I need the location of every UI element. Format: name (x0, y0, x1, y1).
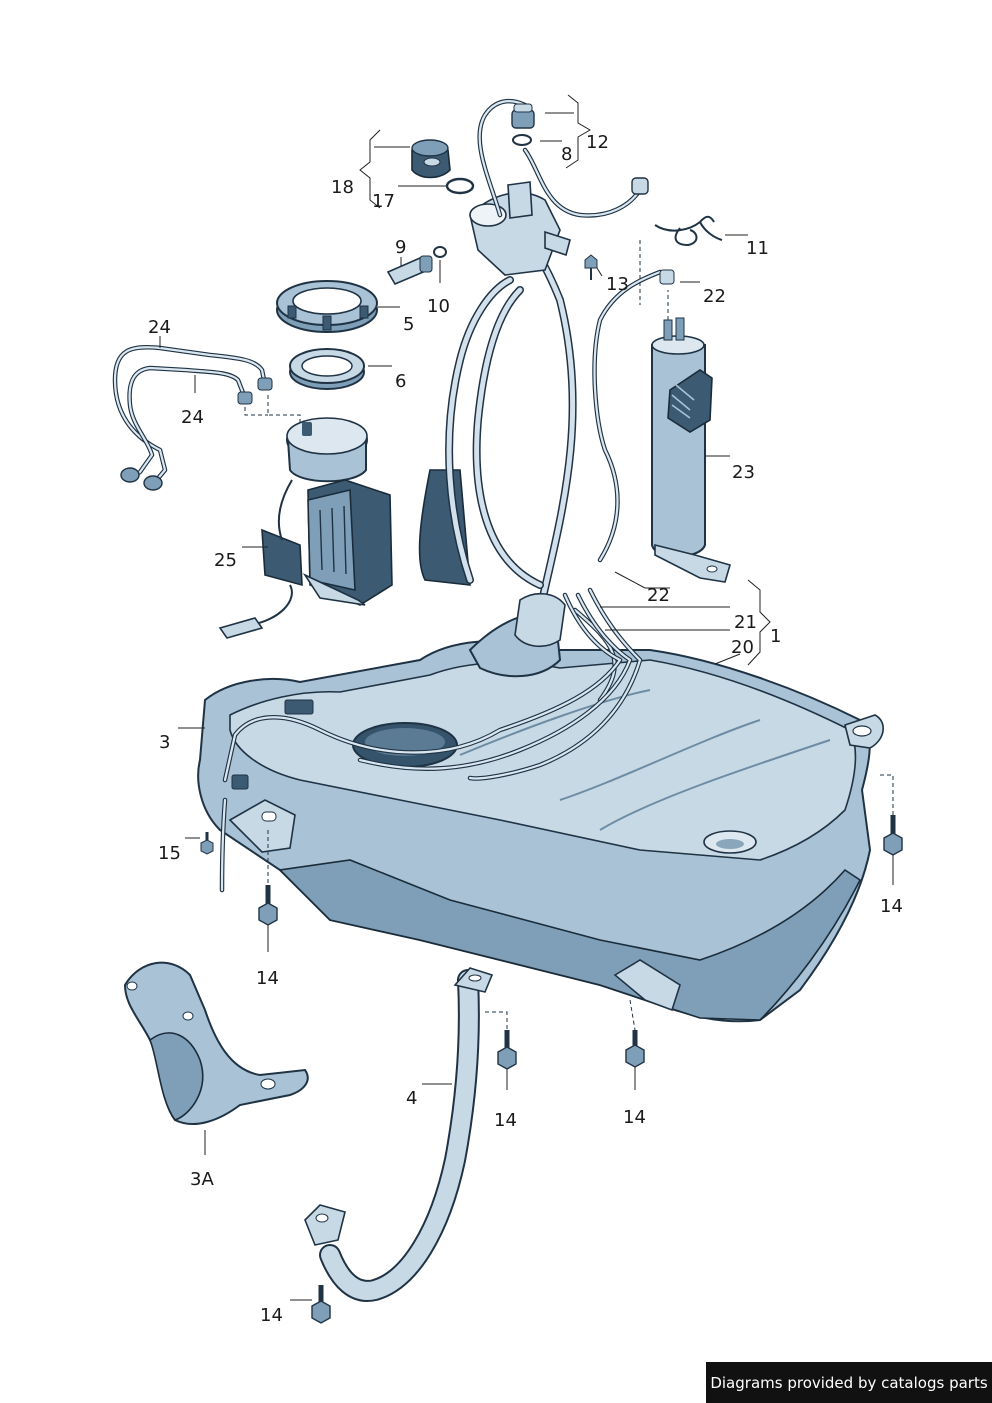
heat-shield (123, 961, 309, 1125)
label-14-left: 14 (256, 968, 279, 989)
label-22-bottom: 22 (647, 585, 670, 606)
label-18: 18 (331, 177, 354, 198)
credit-banner: Diagrams provided by catalogs parts (706, 1362, 992, 1403)
label-14-right: 14 (880, 896, 903, 917)
part-labels: 12 8 18 17 11 9 13 22 10 5 24 6 24 23 25… (148, 132, 903, 1326)
bolt-14e (311, 1285, 331, 1324)
lock-ring (276, 280, 378, 333)
seal-ring (289, 348, 365, 390)
bolt-14d (625, 1030, 645, 1068)
label-9: 9 (395, 237, 406, 258)
leader-lines (159, 94, 894, 1301)
bolt-14c (497, 1030, 517, 1070)
carbon-canister (639, 240, 731, 583)
label-1: 1 (770, 626, 781, 647)
label-14-center-right: 14 (623, 1107, 646, 1128)
label-23: 23 (732, 462, 755, 483)
label-25: 25 (214, 550, 237, 571)
label-21: 21 (734, 612, 757, 633)
label-10: 10 (427, 296, 450, 317)
valve (386, 246, 447, 286)
label-3: 3 (159, 732, 170, 753)
label-17: 17 (372, 191, 395, 212)
filler-cap (411, 139, 475, 195)
tank-strap (304, 967, 494, 1302)
label-24-bottom: 24 (181, 407, 204, 428)
fuel-pump-module (218, 395, 393, 639)
screw-13 (584, 254, 598, 280)
bolt-14b (883, 815, 903, 856)
label-15: 15 (158, 843, 181, 864)
clip (654, 215, 723, 247)
label-6: 6 (395, 371, 406, 392)
screw-15 (200, 832, 214, 855)
label-24-top: 24 (148, 317, 171, 338)
label-14-bottom: 14 (260, 1305, 283, 1326)
fuel-lines (219, 269, 663, 893)
fuel-tank (197, 469, 884, 1023)
bolt-14a (258, 885, 278, 926)
label-22-top: 22 (703, 286, 726, 307)
label-11: 11 (746, 238, 769, 259)
fuel-line-24 (112, 345, 273, 491)
label-20: 20 (731, 637, 754, 658)
label-13: 13 (606, 274, 629, 295)
label-3a: 3A (190, 1169, 214, 1190)
label-4: 4 (406, 1088, 417, 1109)
label-12: 12 (586, 132, 609, 153)
label-8: 8 (561, 144, 572, 165)
label-14-center: 14 (494, 1110, 517, 1131)
vent-line (477, 98, 649, 218)
label-5: 5 (403, 314, 414, 335)
